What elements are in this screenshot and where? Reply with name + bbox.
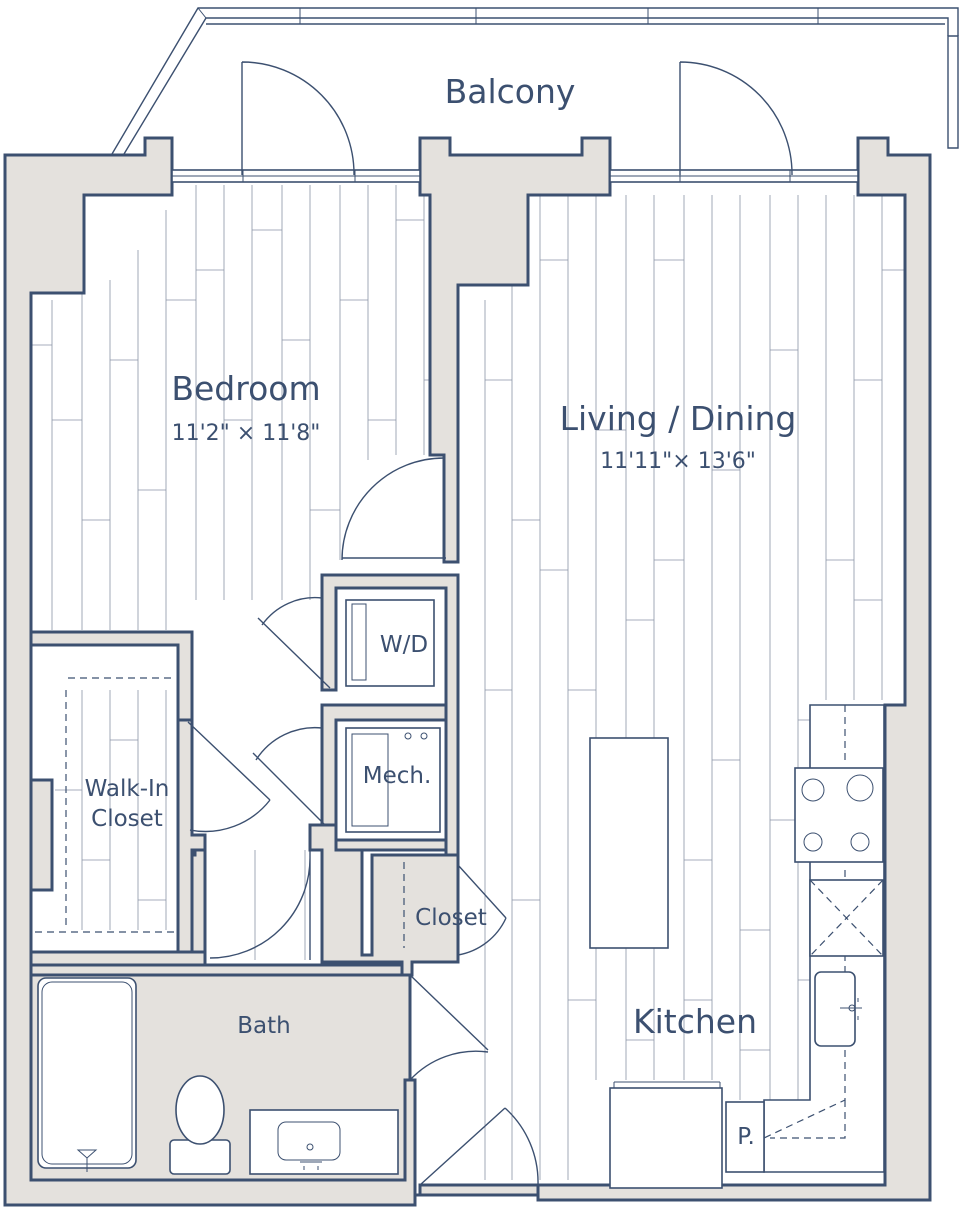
label-mech: Mech.: [363, 763, 432, 789]
label-closet: Closet: [415, 905, 487, 931]
washer-dryer: [345, 599, 435, 687]
label-wd: W/D: [380, 632, 428, 658]
bathtub: [37, 977, 137, 1169]
balcony-railing: [111, 7, 959, 155]
label-living-dining: Living / Dining: [560, 399, 797, 438]
label-bedroom-dims: 11'2" × 11'8": [172, 421, 321, 446]
vanity: [249, 1109, 399, 1175]
pantry: [725, 1101, 765, 1173]
label-pantry: P.: [737, 1124, 755, 1150]
label-living-dims: 11'11"× 13'6": [600, 449, 756, 474]
refrigerator: [609, 1087, 723, 1189]
walls: [3, 136, 932, 1207]
windows: [171, 169, 859, 183]
toilet: [169, 1139, 231, 1175]
label-walk-in-closet: Closet: [91, 806, 163, 832]
doors: [187, 61, 793, 1186]
range: [794, 767, 884, 863]
label-kitchen: Kitchen: [633, 1002, 757, 1041]
fixtures: [35, 599, 885, 1189]
label-bath: Bath: [237, 1013, 290, 1039]
label-walk-in: Walk-In: [85, 776, 170, 802]
mechanical-unit: [345, 727, 441, 833]
kitchen-island: [589, 737, 669, 949]
label-balcony: Balcony: [445, 72, 576, 111]
label-bedroom: Bedroom: [171, 369, 320, 408]
room-labels: Balcony Bedroom 11'2" × 11'8" Living / D…: [85, 72, 797, 1150]
